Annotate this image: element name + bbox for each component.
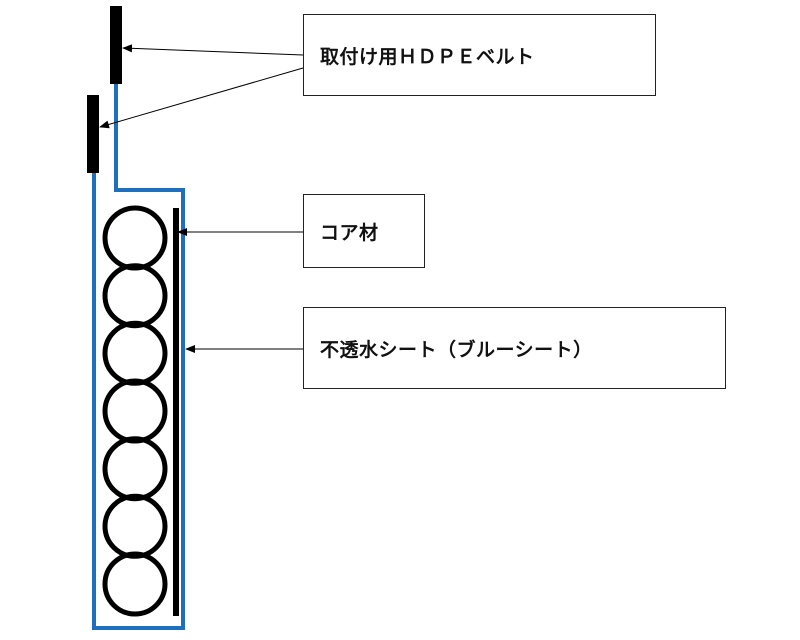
impermeable-sheet-line — [92, 84, 185, 630]
hdpe-belt-strap-upper — [110, 6, 122, 84]
hdpe-belt-strap-lower — [87, 95, 99, 173]
core-circle — [102, 378, 168, 444]
label-impermeable-sheet: 不透水シート（ブルーシート） — [320, 338, 593, 361]
core-circle — [102, 551, 168, 617]
belt-arrow-upper — [122, 44, 304, 56]
core-circle — [102, 436, 168, 502]
core-circle — [102, 493, 168, 559]
label-box-hdpe-belt: 取付け用ＨＤＰＥベルト — [303, 14, 656, 96]
core-circle — [102, 263, 168, 329]
label-box-impermeable-sheet: 不透水シート（ブルーシート） — [303, 307, 726, 389]
core-circle — [102, 320, 168, 386]
label-hdpe-belt: 取付け用ＨＤＰＥベルト — [320, 45, 535, 68]
label-box-core-material: コア材 — [303, 194, 425, 268]
core-circles — [102, 205, 168, 617]
core-circle — [102, 205, 168, 271]
label-core-material: コア材 — [320, 221, 379, 244]
belt-arrow-lower — [99, 67, 304, 129]
